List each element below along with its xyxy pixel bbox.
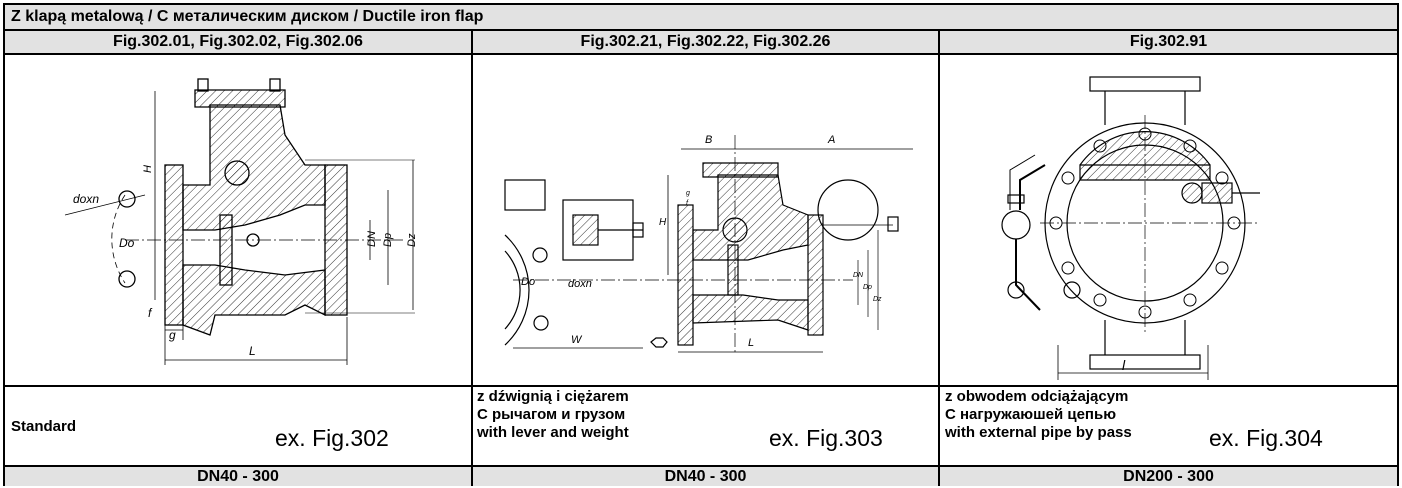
ex-fig-col1: ex. Fig.302 xyxy=(275,425,389,451)
dim-label-Do: Do xyxy=(119,236,135,250)
description-col2-line3: with lever and weight xyxy=(477,424,629,441)
spec-table: Z klapą metalową / С металическим диском… xyxy=(3,3,1399,486)
dim-label-Dp: Dp xyxy=(863,284,872,291)
drawing-bypass-valve: l xyxy=(940,55,1397,385)
dim-label-L: L xyxy=(748,337,754,349)
ex-fig-col2: ex. Fig.303 xyxy=(769,425,883,451)
dim-label-g: g xyxy=(169,328,176,342)
dim-label-H: H xyxy=(142,165,154,173)
dim-label-g: g xyxy=(686,190,690,197)
fig-header-col3: Fig.302.91 xyxy=(940,31,1397,55)
description-col2-line1: z dźwignią i ciężarem xyxy=(477,388,629,405)
column-divider xyxy=(471,31,473,486)
dim-label-DN: DN xyxy=(366,231,378,247)
description-col3-line1: z obwodem odciążającym xyxy=(945,388,1129,405)
dim-label-Do: Do xyxy=(521,276,535,288)
dim-label-f: f xyxy=(148,306,153,320)
dim-label-doxn: doxn xyxy=(73,192,99,206)
description-col3-line2: С нагружаюшей цепью xyxy=(945,406,1116,423)
column-divider xyxy=(938,31,940,486)
table-title: Z klapą metalową / С металическим диском… xyxy=(11,8,484,25)
dim-label-L: L xyxy=(249,344,256,358)
fig-header-col2: Fig.302.21, Fig.302.22, Fig.302.26 xyxy=(473,31,938,55)
drawing-lever-weight-valve: B A H Do doxn W L DN Dp Dz g f xyxy=(473,55,938,385)
fig-header-col1: Fig.302.01, Fig.302.02, Fig.302.06 xyxy=(5,31,471,55)
dim-label-l: l xyxy=(1122,357,1126,373)
dim-label-Dz: Dz xyxy=(873,296,882,303)
drawing-standard-valve: H doxn Do DN Dp Dz f g L xyxy=(5,55,471,385)
row-divider xyxy=(5,385,1397,387)
description-col2-line2: С рычагом и грузом xyxy=(477,406,626,423)
dim-label-Dp: Dp xyxy=(382,233,394,247)
dim-label-DN: DN xyxy=(853,272,864,279)
dn-range-col3: DN200 - 300 xyxy=(940,467,1397,486)
dn-range-col1: DN40 - 300 xyxy=(5,467,471,486)
dim-label-A: A xyxy=(827,134,835,146)
dim-label-doxn: doxn xyxy=(568,278,592,290)
description-col3-line3: with external pipe by pass xyxy=(945,424,1132,441)
dim-label-B: B xyxy=(705,134,712,146)
dn-range-col2: DN40 - 300 xyxy=(473,467,938,486)
table-title-row: Z klapą metalową / С металическим диском… xyxy=(5,5,1397,31)
dim-label-Dz: Dz xyxy=(406,233,418,247)
description-col1: Standard xyxy=(11,418,77,435)
dim-label-f: f xyxy=(686,200,689,207)
row-divider xyxy=(5,465,1397,467)
ex-fig-col3: ex. Fig.304 xyxy=(1209,425,1323,451)
dim-label-H: H xyxy=(659,217,667,228)
dim-label-W: W xyxy=(571,334,583,346)
